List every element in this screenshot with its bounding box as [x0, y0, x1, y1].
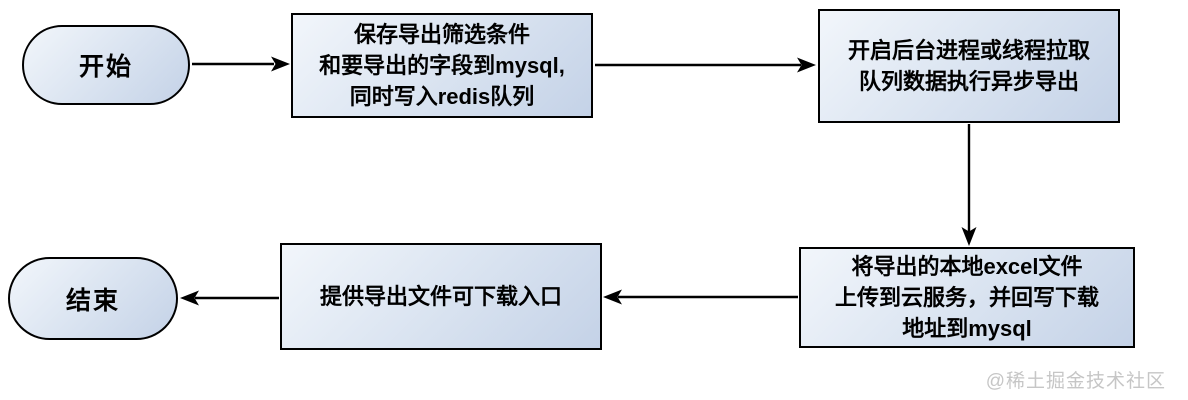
flow-node-end: 结束: [8, 257, 178, 340]
arrow-save-to-async: [595, 57, 816, 73]
watermark-text: @稀土掘金技术社区: [985, 371, 1166, 392]
arrow-entry-to-end: [180, 290, 279, 306]
arrow-start-to-save: [192, 56, 290, 72]
arrow-upload-to-entry: [603, 289, 798, 305]
flow-node-save-conditions: 保存导出筛选条件 和要导出的字段到mysql, 同时写入redis队列: [291, 13, 593, 118]
flow-node-upload-cloud: 将导出的本地excel文件 上传到云服务，并回写下载 地址到mysql: [799, 247, 1135, 348]
flow-node-async-export: 开启后台进程或线程拉取 队列数据执行异步导出: [818, 9, 1120, 123]
flow-node-start: 开始: [22, 25, 190, 105]
arrow-async-to-upload: [961, 124, 977, 246]
flow-node-download-entry: 提供导出文件可下载入口: [280, 243, 602, 350]
